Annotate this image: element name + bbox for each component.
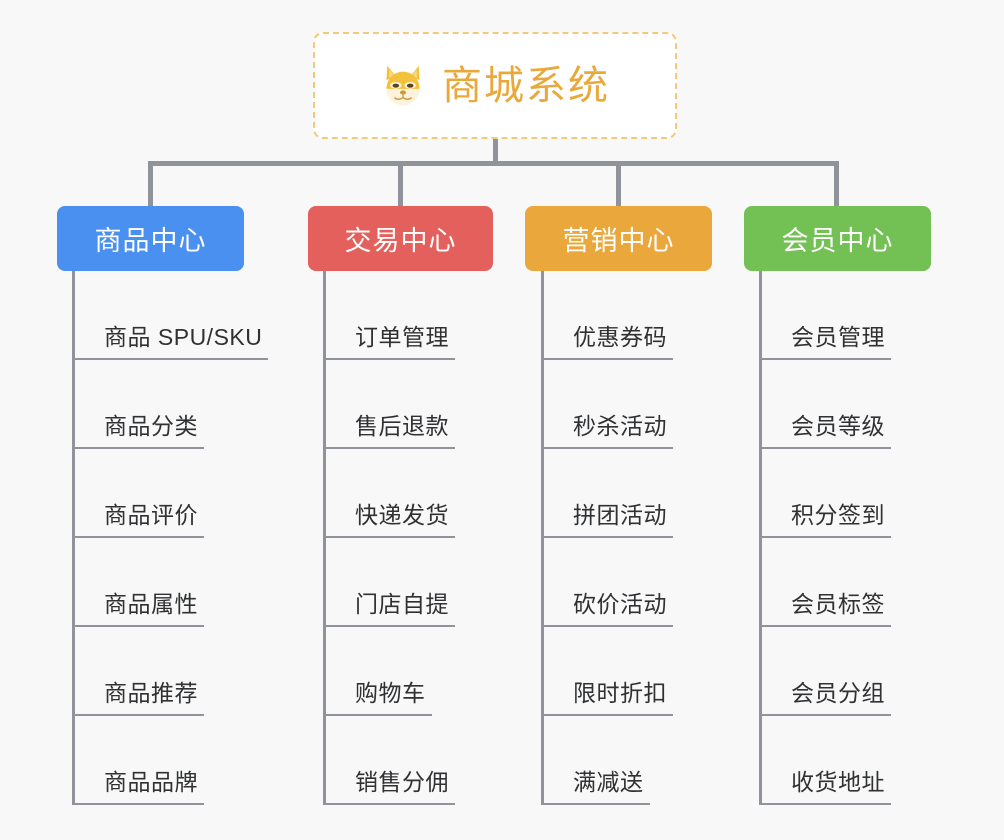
- leaf-item[interactable]: 商品评价: [75, 449, 204, 538]
- leaf-item-label: 购物车: [326, 679, 432, 716]
- leaf-item-label: 商品 SPU/SKU: [75, 323, 269, 360]
- category-label: 交易中心: [344, 226, 457, 256]
- leaf-item[interactable]: 拼团活动: [544, 449, 673, 538]
- category-box-product-center[interactable]: 商品中心: [57, 206, 244, 271]
- leaf-item-label: 售后退款: [326, 412, 455, 449]
- leaf-item-label: 会员等级: [762, 412, 891, 449]
- leaf-item[interactable]: 会员管理: [762, 271, 891, 360]
- leaf-item-label: 积分签到: [762, 501, 891, 538]
- leaf-item-label: 商品分类: [75, 412, 204, 449]
- leaf-item-label: 商品属性: [75, 590, 204, 627]
- leaf-item-label: 优惠券码: [544, 323, 673, 360]
- leaf-item[interactable]: 商品推荐: [75, 627, 204, 716]
- shiba-dog-face-icon: [386, 65, 420, 105]
- leaf-spine: [72, 271, 75, 805]
- leaf-item-label: 订单管理: [326, 323, 455, 360]
- leaf-item-label: 商品评价: [75, 501, 204, 538]
- leaf-item[interactable]: 满减送: [544, 716, 650, 805]
- category-label: 会员中心: [781, 226, 894, 256]
- leaf-item[interactable]: 快递发货: [326, 449, 455, 538]
- leaf-spine: [541, 271, 544, 805]
- leaf-item-label: 销售分佣: [326, 768, 455, 805]
- connector-drop-2: [398, 161, 403, 209]
- connector-drop-1: [148, 161, 153, 209]
- category-label: 商品中心: [94, 226, 207, 256]
- leaf-item[interactable]: 会员分组: [762, 627, 891, 716]
- leaf-item-label: 收货地址: [762, 768, 891, 805]
- leaf-item[interactable]: 购物车: [326, 627, 432, 716]
- category-box-member-center[interactable]: 会员中心: [744, 206, 931, 271]
- leaf-spine: [323, 271, 326, 805]
- leaf-item-label: 商品品牌: [75, 768, 204, 805]
- root-node-title: 商城系统: [442, 63, 610, 108]
- leaf-item[interactable]: 销售分佣: [326, 716, 455, 805]
- category-box-marketing-center[interactable]: 营销中心: [525, 206, 712, 271]
- leaf-item[interactable]: 门店自提: [326, 538, 455, 627]
- leaf-item[interactable]: 会员标签: [762, 538, 891, 627]
- leaf-item[interactable]: 积分签到: [762, 449, 891, 538]
- connector-horizontal-bus: [148, 161, 836, 166]
- leaf-item[interactable]: 砍价活动: [544, 538, 673, 627]
- connector-root-stem: [493, 139, 498, 163]
- leaf-item[interactable]: 商品分类: [75, 360, 204, 449]
- leaf-item-label: 秒杀活动: [544, 412, 673, 449]
- leaf-item[interactable]: 商品 SPU/SKU: [75, 271, 269, 360]
- leaf-item-label: 限时折扣: [544, 679, 673, 716]
- category-label: 营销中心: [562, 226, 675, 256]
- leaf-item-label: 会员分组: [762, 679, 891, 716]
- leaf-item[interactable]: 秒杀活动: [544, 360, 673, 449]
- leaf-item[interactable]: 优惠券码: [544, 271, 673, 360]
- leaf-item-label: 门店自提: [326, 590, 455, 627]
- category-box-trade-center[interactable]: 交易中心: [308, 206, 493, 271]
- leaf-item-label: 满减送: [544, 768, 650, 805]
- leaf-item[interactable]: 商品品牌: [75, 716, 204, 805]
- leaf-item[interactable]: 限时折扣: [544, 627, 673, 716]
- leaf-item-label: 会员标签: [762, 590, 891, 627]
- leaf-item[interactable]: 收货地址: [762, 716, 891, 805]
- leaf-item-label: 会员管理: [762, 323, 891, 360]
- connector-drop-4: [834, 161, 839, 209]
- connector-drop-3: [616, 161, 621, 209]
- leaf-item-label: 砍价活动: [544, 590, 673, 627]
- leaf-item-label: 拼团活动: [544, 501, 673, 538]
- leaf-item-label: 商品推荐: [75, 679, 204, 716]
- leaf-spine: [759, 271, 762, 805]
- leaf-item[interactable]: 订单管理: [326, 271, 455, 360]
- root-node-mall-system[interactable]: 商城系统: [313, 32, 677, 139]
- leaf-item[interactable]: 商品属性: [75, 538, 204, 627]
- leaf-item[interactable]: 会员等级: [762, 360, 891, 449]
- leaf-item[interactable]: 售后退款: [326, 360, 455, 449]
- leaf-item-label: 快递发货: [326, 501, 455, 538]
